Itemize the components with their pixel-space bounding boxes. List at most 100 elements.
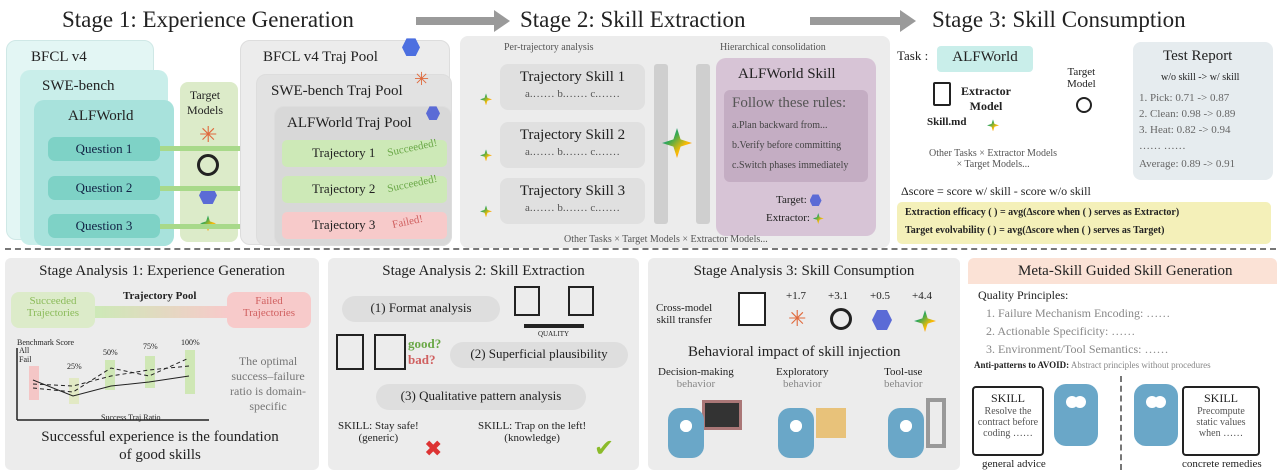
check-icon: ✔	[594, 436, 615, 462]
skill-card-text: Resolve the contract before coding ……	[977, 406, 1039, 439]
analysis2-title: Stage Analysis 2: Skill Extraction	[382, 263, 585, 279]
stage2-footer: Other Tasks × Target Models × Extractor …	[564, 234, 768, 245]
report-row: Average: 0.89 -> 0.91	[1139, 158, 1235, 170]
quality-label: QUALITY	[538, 330, 570, 338]
robot-icon	[1134, 384, 1178, 446]
extractor-label: Extractor:	[766, 212, 810, 224]
behavior-name: Tool-use	[884, 366, 923, 378]
model-star-icon: ✳	[199, 122, 218, 147]
map-icon	[816, 408, 846, 438]
behavior-sub: behavior	[783, 378, 822, 390]
analysis1-title: Stage Analysis 1: Experience Generation	[39, 263, 285, 279]
analysis3-title: Stage Analysis 3: Skill Consumption	[693, 263, 915, 279]
pipe-icon	[926, 398, 946, 448]
skill-doc-icon	[374, 334, 406, 370]
gemini-large-icon	[662, 128, 692, 158]
task-label: ALFWorld	[68, 108, 134, 124]
skill-title: Trajectory Skill 2	[519, 127, 626, 143]
meta-panel: Meta-Skill Guided Skill Generation Quali…	[968, 258, 1277, 470]
flow-arrow	[160, 146, 280, 151]
generic-skill: SKILL: Stay safe! (generic)	[338, 420, 419, 444]
skill-doc-icon	[336, 334, 364, 370]
target-model-label: Target Model	[1067, 66, 1096, 90]
report-value: 0.82 -> 0.94	[1176, 124, 1231, 136]
foundation-text: Successful experience is the foundation …	[41, 429, 279, 463]
report-title: Test Report	[1163, 48, 1233, 64]
pct-label: All Fail	[19, 346, 32, 364]
concrete-remedies-label: concrete remedies	[1182, 458, 1262, 470]
chalkboard-icon	[702, 400, 742, 430]
pct-label: 25%	[67, 362, 82, 371]
principle-item: 3. Environment/Tool Semantics: ……	[986, 342, 1169, 356]
file-icon	[933, 82, 951, 106]
target-models-label: Target Models	[187, 88, 223, 117]
pool-badge-icon	[402, 38, 420, 57]
optimal-ratio-text: The optimal success–failure ratio is dom…	[230, 354, 306, 413]
gemini-icon	[480, 202, 492, 220]
score-chart	[16, 348, 209, 421]
skill-md-label: Skill.md	[927, 116, 967, 128]
gain-label: +3.1	[828, 290, 848, 302]
skill-doc-icon	[568, 286, 594, 316]
gemini-icon	[480, 90, 492, 108]
robot-icon	[668, 408, 704, 458]
extractor-model-label: Extractor Model	[961, 84, 1011, 113]
openai-icon	[1076, 96, 1092, 114]
quality-principles-label: Quality Principles:	[978, 288, 1069, 302]
impact-title: Behavioral impact of skill injection	[688, 344, 901, 360]
stage2-panel: Per-trajectory analysis Hierarchical con…	[460, 36, 890, 248]
robot-icon	[778, 408, 814, 458]
task-chip: ALFWorld	[937, 46, 1033, 72]
analysis2-panel: Stage Analysis 2: Skill Extraction (1) F…	[328, 258, 639, 470]
gain-label: +1.7	[786, 290, 806, 302]
behavior-name: Decision-making	[658, 366, 734, 378]
trajectory-label: Trajectory 3	[312, 217, 376, 232]
y-axis-label: Benchmark Score	[17, 338, 75, 347]
efficacy-formula: Extraction efficacy ( ) = avg(Δscore whe…	[905, 207, 1180, 218]
test-report: Test Report w/o skill -> w/ skill 1. Pic…	[1133, 42, 1273, 180]
analysis1-panel: Stage Analysis 1: Experience Generation …	[5, 258, 319, 470]
good-label: good?	[408, 336, 442, 351]
succeeded-box: Succeeded Trajectories	[11, 292, 95, 328]
flow-arrow	[160, 224, 280, 229]
divider-bar	[696, 64, 710, 224]
trajectory-skill-2: Trajectory Skill 2 a.…… b.…… c.……	[500, 122, 645, 168]
pool-label: BFCL v4 Traj Pool	[263, 49, 378, 65]
other-tasks-note: Other Tasks × Extractor Models × Target …	[929, 148, 1058, 170]
stage3-panel: Task : ALFWorld Extractor Model Skill.md…	[893, 36, 1276, 246]
scale-icon	[524, 324, 584, 328]
target-row: Target:	[776, 194, 822, 207]
trajectory-label: Trajectory 2	[312, 181, 376, 196]
behavior-name: Exploratory	[776, 366, 829, 378]
model-openai-icon	[197, 154, 219, 176]
analysis3-panel: Stage Analysis 3: Skill Consumption Cros…	[648, 258, 960, 470]
skill-card-title: SKILL	[1204, 391, 1238, 405]
report-row: 3. Heat: 0.82 -> 0.94	[1139, 124, 1230, 136]
extractor-row: Extractor:	[766, 212, 824, 224]
report-row: 1. Pick: 0.71 -> 0.87	[1139, 92, 1229, 104]
skill-card-general: SKILL Resolve the contract before coding…	[972, 386, 1044, 456]
trajectory-label: Trajectory 1	[312, 145, 376, 160]
target-label: Target:	[776, 194, 807, 206]
task-label: SWE-bench	[42, 78, 115, 94]
stage2-title: Stage 2: Skill Extraction	[520, 7, 746, 32]
report-row: …… ……	[1139, 140, 1186, 152]
skill-items: a.…… b.…… c.……	[524, 146, 620, 158]
skill-title: Trajectory Skill 3	[519, 183, 626, 199]
rule-item: c.Switch phases immediately	[732, 160, 849, 171]
bad-label: bad?	[408, 352, 436, 367]
evolvability-formula: Target evolvability ( ) = avg(Δscore whe…	[905, 225, 1165, 236]
superficial-plausibility: (2) Superficial plausibility	[450, 342, 628, 368]
skill-doc-icon	[514, 286, 540, 316]
star-icon: ✳	[788, 306, 807, 331]
anti-label: Anti-patterns to AVOID:	[974, 360, 1070, 370]
stage-arrow	[810, 10, 916, 32]
report-key: 2. Clean:	[1139, 108, 1179, 120]
pool-gradient	[95, 306, 227, 318]
report-value: 0.71 -> 0.87	[1175, 92, 1230, 104]
gemini-icon	[480, 146, 492, 164]
rule-item: b.Verify before committing	[732, 140, 842, 151]
format-analysis: (1) Format analysis	[342, 296, 500, 322]
